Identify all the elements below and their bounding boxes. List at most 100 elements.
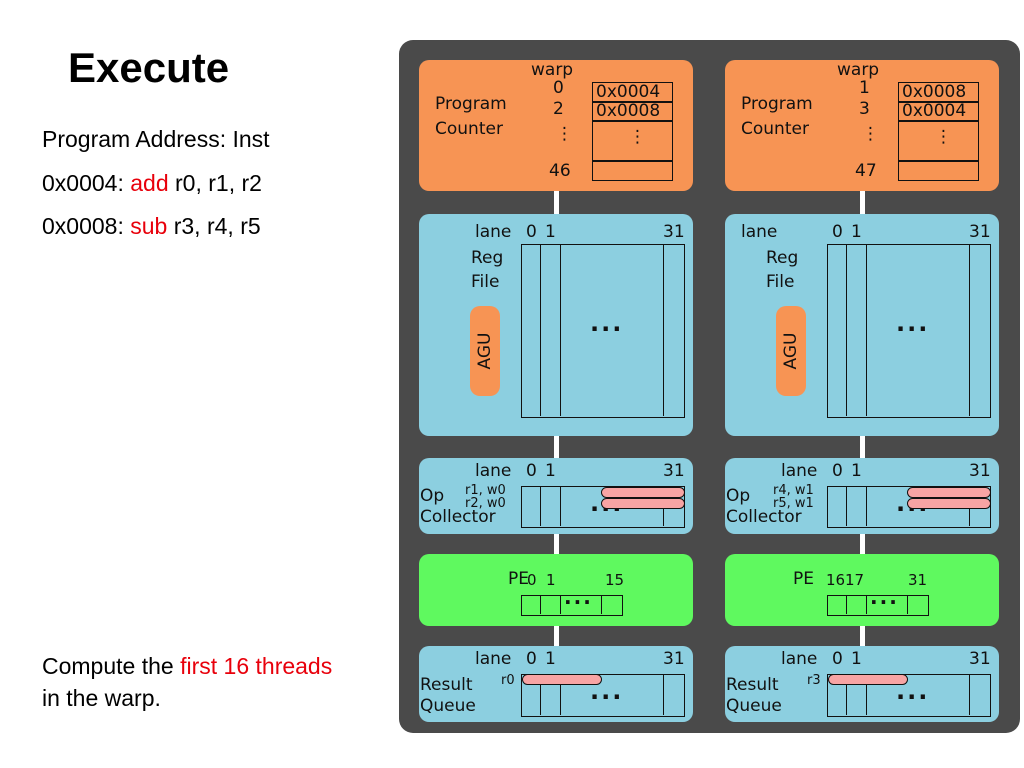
lane-divider (846, 675, 847, 715)
collector-label: Collector (420, 507, 496, 527)
lane-label: lane (475, 649, 512, 669)
result-bar (522, 674, 602, 685)
queue-label: Queue (726, 696, 782, 716)
instruction-line-1: 0x0004: add r0, r1, r2 (42, 170, 262, 197)
warp-id: 47 (855, 161, 877, 181)
caption-pre: Compute the (42, 653, 181, 679)
register-grid: ··· (521, 244, 685, 418)
result-grid: ··· (827, 674, 991, 717)
pc-value: 0x0008 (596, 101, 661, 121)
pe-index: 31 (908, 571, 928, 589)
lane-31-label: 31 (969, 222, 991, 242)
warp-id: 1 (859, 78, 870, 98)
lane-divider (601, 596, 602, 614)
lane-0-label: 0 (526, 222, 537, 242)
result-queue-box: lane 0 1 31 Result Queue r0 ··· (419, 646, 693, 722)
register-file-box: lane 0 1 31 Reg File AGU ··· (725, 214, 999, 436)
operand-reg-b: r2, w0 (465, 496, 506, 511)
warp-label: warp (531, 60, 574, 80)
result-queue-box: lane 0 1 31 Result Queue r3 ··· (725, 646, 999, 722)
lane-31-label: 31 (969, 649, 991, 669)
caption: Compute the first 16 threads in the warp… (42, 650, 342, 714)
program-counter-box: warp Program Counter 0 2 ⋮ 46 0x0004 0x0… (419, 60, 693, 191)
lane-divider (663, 675, 664, 715)
pc-value: 0x0004 (596, 82, 661, 102)
file-label: File (471, 272, 500, 292)
pe-index: 15 (605, 571, 625, 589)
slide-title: Execute (68, 44, 230, 91)
reg-label: Reg (471, 248, 504, 268)
counter-label: Counter (741, 119, 809, 139)
queue-label: Queue (420, 696, 476, 716)
lane-1-label: 1 (851, 222, 862, 242)
lane-divider (560, 245, 561, 416)
lane-31-label: 31 (663, 649, 685, 669)
operand-reg-a: r4, w1 (773, 483, 814, 498)
connector-line (554, 190, 559, 720)
operand-bar (907, 498, 991, 509)
lane-label: lane (741, 222, 778, 242)
instruction-line-2: 0x0008: sub r3, r4, r5 (42, 213, 261, 240)
lane-divider (846, 487, 847, 526)
more-lanes-ellipsis: ··· (564, 590, 593, 614)
lane-1-label: 1 (545, 649, 556, 669)
opcode: sub (130, 213, 168, 239)
pc-entry: ⋮ (592, 120, 673, 162)
lane-divider (866, 596, 867, 614)
caption-highlight: first 16 threads (180, 653, 333, 679)
operand-bar (601, 498, 685, 509)
file-label: File (766, 272, 795, 292)
processing-element-box: PE 16 17 31 ··· (725, 554, 999, 626)
address: 0x0004: (42, 170, 131, 196)
lane-label: lane (475, 461, 512, 481)
program-label: Program (741, 94, 813, 114)
pc-entry: 0x0004 (592, 82, 673, 103)
lane-31-label: 31 (969, 461, 991, 481)
pe-lanes: ··· (521, 590, 623, 616)
register-file-box: lane 0 1 31 Reg File AGU ··· (419, 214, 693, 436)
result-reg: r0 (501, 673, 515, 688)
op-label: Op (420, 486, 445, 506)
operands: r3, r4, r5 (167, 213, 261, 239)
more-lanes-ellipsis: ··· (590, 683, 624, 711)
sm-diagram-panel: warp Program Counter 0 2 ⋮ 46 0x0004 0x0… (399, 40, 1020, 733)
warp-label: warp (837, 60, 880, 80)
result-label: Result (420, 675, 473, 695)
lane-0-label: 0 (832, 222, 843, 242)
pe-index: 0 (527, 571, 537, 589)
lane-label: lane (781, 461, 818, 481)
pe-label: PE (508, 569, 529, 589)
pc-entry (592, 160, 673, 181)
agu-unit: AGU (776, 306, 806, 396)
register-grid: ··· (827, 244, 991, 418)
operand-bar (601, 487, 685, 498)
pc-ellipsis: ⋮ (629, 127, 646, 147)
lane-divider (866, 487, 867, 526)
lane-divider (907, 596, 908, 614)
result-reg: r3 (807, 673, 821, 688)
warp-id: 46 (549, 161, 571, 181)
lane-label: lane (475, 222, 512, 242)
result-grid: ··· (521, 674, 685, 717)
lane-0-label: 0 (832, 649, 843, 669)
lane-divider (540, 245, 541, 416)
agu-label: AGU (475, 332, 495, 370)
result-bar (828, 674, 908, 685)
caption-post: in the warp. (42, 685, 161, 711)
lane-1-label: 1 (545, 461, 556, 481)
pe-index: 1 (546, 571, 556, 589)
opcode: add (130, 170, 169, 196)
lane-0-label: 0 (526, 461, 537, 481)
lane-divider (969, 675, 970, 715)
operand-bar (907, 487, 991, 498)
pc-entry (898, 160, 979, 181)
lane-divider (540, 675, 541, 715)
warp-id: 3 (859, 99, 870, 119)
lane-divider (540, 487, 541, 526)
lane-divider (663, 245, 664, 416)
pc-value: 0x0004 (902, 101, 967, 121)
pc-entry: ⋮ (898, 120, 979, 162)
more-lanes-ellipsis: ··· (896, 315, 930, 343)
lane-divider (560, 675, 561, 715)
result-label: Result (726, 675, 779, 695)
